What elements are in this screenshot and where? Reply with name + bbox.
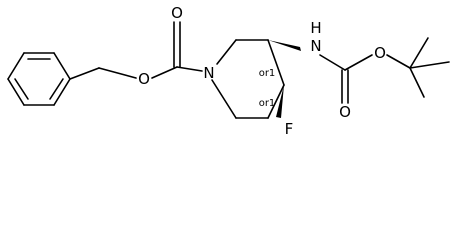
molecule-structure: O O N N H O O F or1 or1 bbox=[7, 4, 450, 138]
boc-ester-oxygen-label: O bbox=[374, 44, 386, 62]
stereo-label-c4: or1 bbox=[259, 98, 276, 109]
fluorine-label: F bbox=[285, 120, 294, 138]
ester-oxygen-label: O bbox=[138, 70, 150, 88]
benzyl-linker bbox=[69, 67, 137, 80]
amine-hydrogen-label: H bbox=[310, 19, 321, 37]
benzene-ring bbox=[7, 52, 71, 106]
amine-nitrogen-label: N bbox=[310, 37, 321, 55]
piperidine-ring bbox=[211, 39, 285, 119]
boc-carbonyl-oxygen-label: O bbox=[339, 103, 351, 121]
stereo-label-c3: or1 bbox=[259, 68, 276, 79]
molecule-svg: O O N N H O O F or1 or1 bbox=[7, 4, 450, 138]
cbz-carbonyl bbox=[151, 21, 203, 79]
boc-carbamate bbox=[319, 37, 450, 104]
carbonyl-oxygen-label: O bbox=[171, 4, 183, 22]
ring-nitrogen-label: N bbox=[203, 64, 214, 82]
stereo-wedges bbox=[268, 40, 301, 118]
